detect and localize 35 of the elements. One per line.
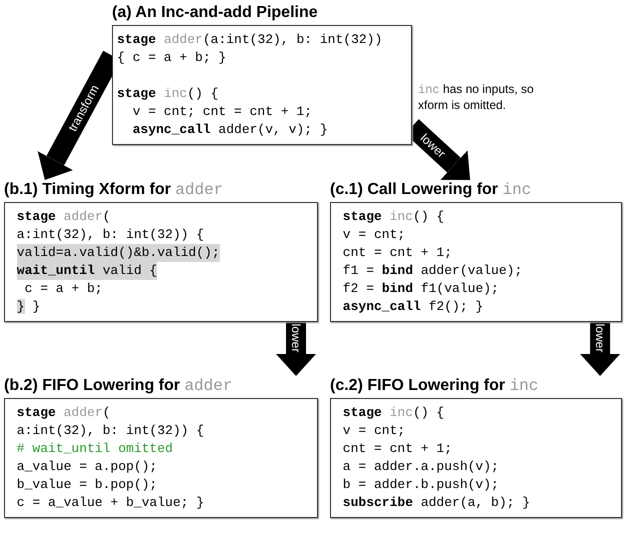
- code-line: stage inc() {: [342, 208, 444, 226]
- code-line: stage inc() {: [342, 404, 444, 422]
- code-line: # wait_until omitted: [16, 440, 173, 458]
- code-line: a = adder.a.push(v);: [342, 458, 499, 476]
- panel-heading: (b.2) FIFO Lowering for adder: [4, 376, 234, 397]
- code-line: a_value = a.pop();: [16, 458, 158, 476]
- panel-heading: (c.1) Call Lowering for inc: [330, 180, 532, 201]
- code-line: c = a_value + b_value; }: [16, 494, 204, 512]
- code-line: cnt = cnt + 1;: [342, 440, 452, 458]
- code-line: stage adder(: [16, 404, 110, 422]
- code-line: b = adder.b.push(v);: [342, 476, 499, 494]
- code-line: async_call f2(); }: [342, 298, 484, 316]
- code-line: stage adder(: [16, 208, 110, 226]
- note-text: inc has no inputs, so xform is omitted.: [418, 82, 535, 113]
- code-line: } }: [16, 298, 40, 316]
- panel-heading: (b.1) Timing Xform for adder: [4, 180, 224, 201]
- code-line: a:int(32), b: int(32)) {: [16, 226, 204, 244]
- code-line: c = a + b;: [24, 280, 103, 298]
- code-line: f1 = bind adder(value);: [342, 262, 522, 280]
- code-line: { c = a + b; }: [117, 49, 226, 67]
- code-line: f2 = bind f1(value);: [342, 280, 499, 298]
- panel-heading: (c.2) FIFO Lowering for inc: [330, 376, 540, 397]
- panel-heading: (a) An Inc-and-add Pipeline: [112, 3, 319, 23]
- code-line: v = cnt;: [342, 422, 406, 440]
- code-line: subscribe adder(a, b); }: [342, 494, 530, 512]
- code-line: stage adder(a:int(32), b: int(32)): [117, 31, 382, 49]
- code-line: async_call adder(v, v); }: [132, 121, 328, 139]
- code-line: a:int(32), b: int(32)) {: [16, 422, 204, 440]
- code-line: b_value = b.pop();: [16, 476, 158, 494]
- code-line: cnt = cnt + 1;: [342, 244, 452, 262]
- code-line: v = cnt;: [342, 226, 406, 244]
- edge-label: lower: [593, 324, 608, 352]
- code-line: v = cnt; cnt = cnt + 1;: [132, 103, 312, 121]
- edge-label: lower: [289, 324, 304, 352]
- code-line: stage inc() {: [117, 85, 218, 103]
